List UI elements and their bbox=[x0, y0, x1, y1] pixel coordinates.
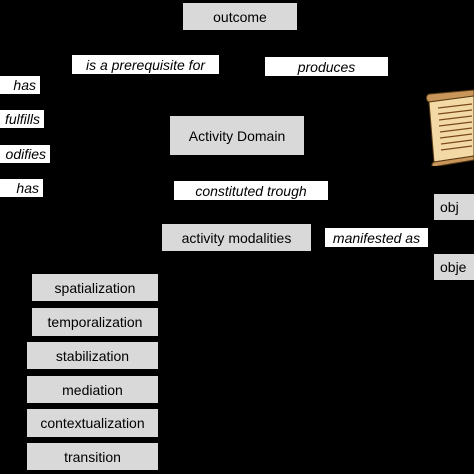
modifies-label: odifies bbox=[0, 145, 50, 163]
constituted-label: constituted trough bbox=[174, 181, 328, 200]
produces-label: produces bbox=[265, 57, 388, 76]
manifested-label: manifested as bbox=[325, 228, 428, 247]
modality-stabilization: stabilization bbox=[27, 342, 158, 369]
scroll-icon bbox=[426, 89, 474, 166]
fulfills-label: fulfills bbox=[0, 110, 44, 128]
has-label-2: has bbox=[0, 179, 43, 197]
object-node-2: obje bbox=[434, 254, 474, 280]
outcome-node: outcome bbox=[183, 3, 297, 30]
modality-mediation: mediation bbox=[27, 376, 158, 403]
has-label-1: has bbox=[0, 76, 40, 94]
object-node-1: obj bbox=[434, 194, 474, 220]
modality-transition: transition bbox=[27, 443, 158, 470]
activity-modalities-node: activity modalities bbox=[162, 224, 311, 251]
activity-domain-node: Activity Domain bbox=[170, 116, 304, 155]
modality-temporalization: temporalization bbox=[32, 308, 158, 336]
prerequisite-label: is a prerequisite for bbox=[72, 55, 219, 74]
modality-spatialization: spatialization bbox=[32, 274, 158, 301]
modality-contextualization: contextualization bbox=[27, 409, 158, 437]
